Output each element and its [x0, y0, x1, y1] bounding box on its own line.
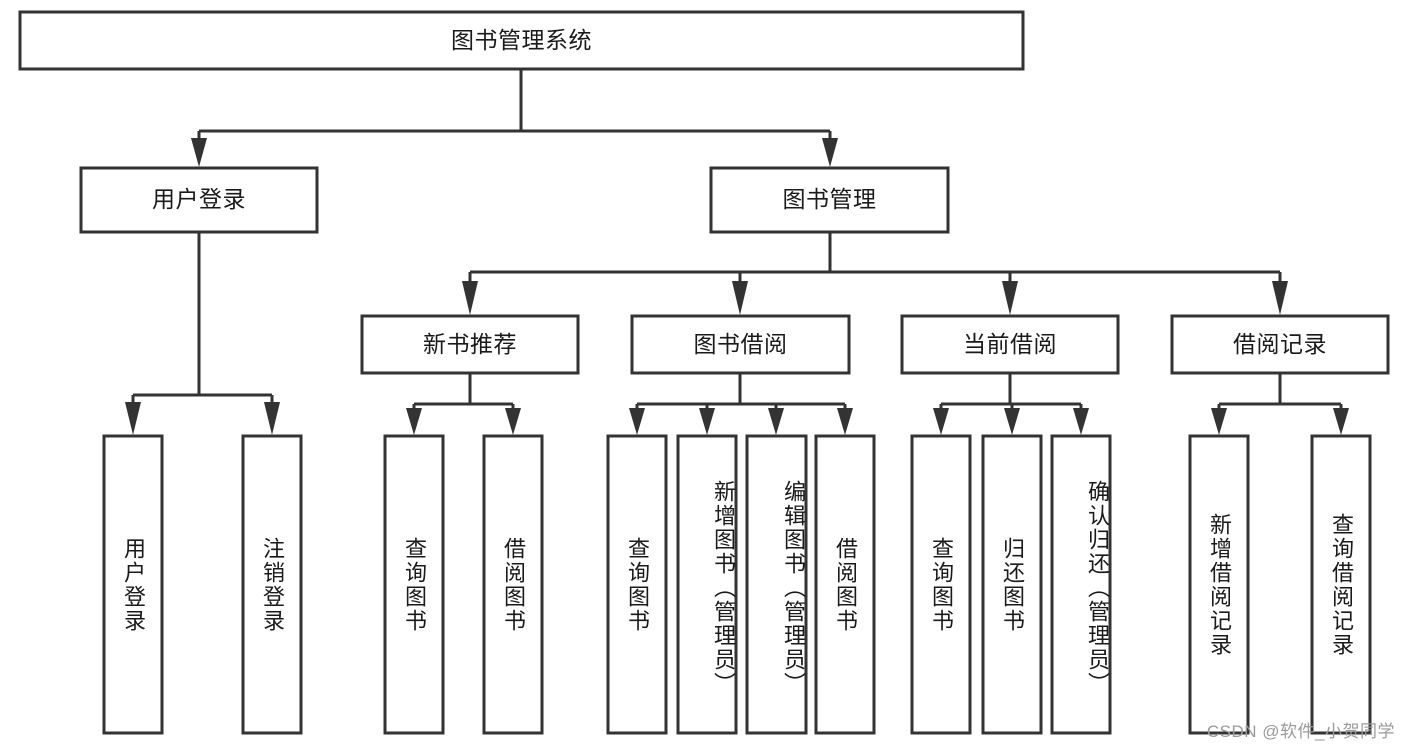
arrow-bm-to-current-borrow — [1002, 281, 1018, 315]
arrow-bm-to-new-book-recommend — [462, 281, 478, 315]
node-box-leaf-book-borrow-0[interactable] — [606, 434, 668, 735]
arrow-borrow-record-to-leaf-1 — [1333, 408, 1349, 435]
node-box-leaf-user-login-1[interactable] — [241, 434, 303, 735]
arrow-current-borrow-to-leaf-2 — [1073, 408, 1089, 435]
arrow-book-borrow-to-leaf-3 — [837, 408, 853, 435]
node-box-leaf-book-borrow-2[interactable] — [745, 434, 808, 735]
node-box-leaf-borrow-record-1[interactable] — [1310, 434, 1372, 735]
arrow-bm-to-book-borrow — [732, 281, 748, 315]
arrow-user-login-to-leaf-1 — [264, 402, 280, 435]
node-box-leaf-current-borrow-2[interactable] — [1050, 434, 1112, 735]
node-box-user-login[interactable] — [79, 166, 319, 234]
arrow-book-borrow-to-leaf-2 — [768, 408, 784, 435]
arrow-new-book-to-leaf-1 — [505, 408, 521, 435]
watermark-text: CSDN @软件_小贺同学 — [1206, 722, 1395, 741]
arrow-borrow-record-to-leaf-0 — [1211, 408, 1227, 435]
arrow-book-borrow-to-leaf-1 — [699, 408, 715, 435]
arrow-new-book-to-leaf-0 — [406, 408, 422, 435]
node-box-leaf-new-book-1[interactable] — [482, 434, 544, 735]
node-box-current-borrow[interactable] — [900, 314, 1120, 375]
arrow-root-to-book-management — [822, 138, 838, 167]
node-box-leaf-current-borrow-0[interactable] — [910, 434, 972, 735]
node-box-borrow-record[interactable] — [1170, 314, 1390, 375]
arrow-user-login-to-leaf-0 — [125, 402, 141, 435]
node-box-book-management[interactable] — [709, 166, 950, 234]
node-box-leaf-user-login-0[interactable] — [102, 434, 164, 735]
arrow-current-borrow-to-leaf-0 — [933, 408, 949, 435]
node-box-leaf-book-borrow-3[interactable] — [814, 434, 876, 735]
node-box-leaf-new-book-0[interactable] — [383, 434, 445, 735]
node-box-leaf-book-borrow-1[interactable] — [676, 434, 738, 735]
node-box-leaf-borrow-record-0[interactable] — [1188, 434, 1250, 735]
arrow-root-to-user-login — [191, 138, 207, 167]
node-box-book-borrow[interactable] — [630, 314, 851, 375]
node-box-new-book-recommend[interactable] — [360, 314, 580, 375]
node-box-root[interactable] — [18, 10, 1025, 71]
node-box-leaf-current-borrow-1[interactable] — [981, 434, 1043, 735]
arrow-current-borrow-to-leaf-1 — [1004, 408, 1020, 435]
arrow-bm-to-borrow-record — [1272, 281, 1288, 315]
arrow-book-borrow-to-leaf-0 — [629, 408, 645, 435]
